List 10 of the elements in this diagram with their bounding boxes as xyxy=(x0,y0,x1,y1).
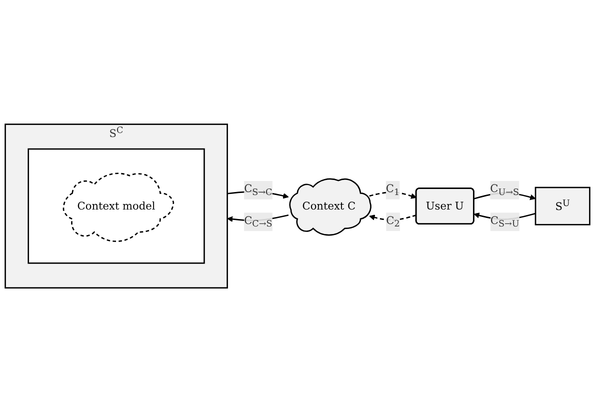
arrow xyxy=(369,214,417,221)
cluster xyxy=(28,148,205,264)
edge-label: C$_{C→S}$ xyxy=(244,214,272,230)
edge-label: C$_{U→S}$ xyxy=(490,182,520,198)
arrow xyxy=(369,192,417,199)
edge-label: C$_{2}$ xyxy=(386,214,400,230)
edge-label: C$_{S→U}$ xyxy=(490,214,520,230)
node-box: S$^{U}$ xyxy=(534,186,590,226)
edge-label: C$_{1}$ xyxy=(386,182,400,198)
edge-label: C$_{S→C}$ xyxy=(244,182,272,198)
